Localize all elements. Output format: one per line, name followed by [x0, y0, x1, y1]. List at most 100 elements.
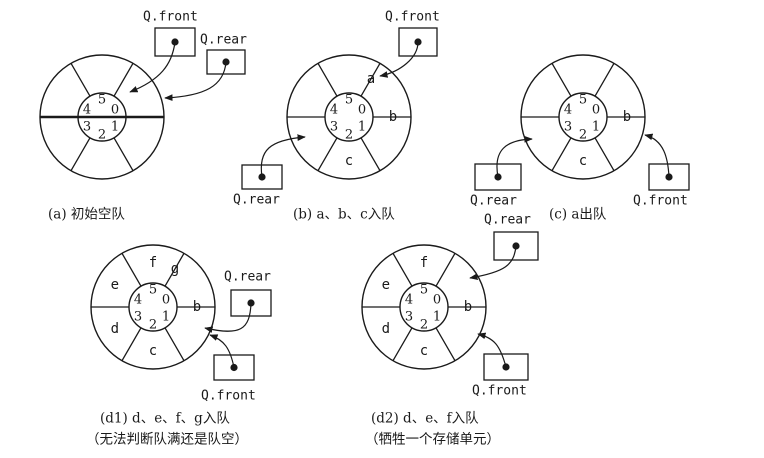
slot-index: 3	[134, 310, 142, 325]
rear-label: Q.rear	[200, 33, 247, 48]
front-pointer-c: Q.front	[633, 163, 690, 209]
rear-label: Q.rear	[224, 270, 271, 285]
slot-element: c	[420, 343, 428, 359]
caption-c: (c) a出队	[549, 207, 607, 223]
slot-index: 2	[345, 128, 353, 143]
rear-label: Q.rear	[484, 213, 531, 228]
rear-arrow-a	[164, 61, 227, 101]
slot-element: e	[111, 277, 119, 293]
slot-divider	[164, 327, 185, 362]
rear-arrow-c	[496, 135, 533, 178]
slot-divider	[113, 137, 134, 172]
pointer-box	[241, 164, 283, 190]
slot-index: 2	[149, 318, 157, 333]
pointer-box	[648, 163, 690, 191]
slot-divider	[317, 137, 338, 172]
slot-index: 2	[98, 128, 106, 143]
slot-index: 4	[83, 103, 91, 118]
front-label: Q.front	[143, 10, 198, 25]
slot-divider	[360, 137, 381, 172]
slot-index: 2	[579, 128, 587, 143]
slot-index: 5	[98, 93, 106, 108]
front-arrow-a	[129, 41, 176, 93]
front-pointer-a: Q.front	[143, 10, 198, 57]
slot-index: 0	[358, 103, 366, 118]
slot-divider	[594, 137, 615, 172]
slot-divider	[113, 62, 134, 97]
slot-index: 0	[592, 103, 600, 118]
slot-element: d	[382, 321, 390, 337]
queue-ring-a: 0 123 45	[39, 54, 165, 180]
slot-divider	[392, 252, 413, 287]
caption-b: (b) a、b、c入队	[293, 207, 395, 223]
slot-index: 4	[330, 103, 338, 118]
slot-divider	[121, 252, 142, 287]
slot-index: 1	[433, 310, 441, 325]
slot-index: 1	[111, 120, 119, 135]
pointer-box	[154, 27, 196, 57]
slot-index: 0	[111, 103, 119, 118]
slot-index: 5	[345, 93, 353, 108]
front-arrow-c	[644, 133, 670, 178]
slot-element: f	[149, 255, 157, 271]
slot-divider	[435, 252, 456, 287]
slot-element: c	[345, 153, 353, 169]
front-pointer-d2: Q.front	[472, 353, 529, 399]
slot-element: a	[367, 71, 375, 87]
slot-divider	[551, 62, 572, 97]
slot-divider	[70, 137, 91, 172]
slot-divider	[594, 62, 615, 97]
slot-index: 4	[564, 103, 572, 118]
front-label: Q.front	[633, 194, 688, 209]
slot-index: 5	[579, 93, 587, 108]
slot-divider	[392, 327, 413, 362]
slot-divider	[164, 252, 185, 287]
rear-arrow-d1	[204, 302, 252, 333]
slot-index: 5	[420, 283, 428, 298]
slot-index: 1	[592, 120, 600, 135]
rear-label: Q.rear	[470, 194, 517, 209]
slot-element: e	[382, 277, 390, 293]
rear-arrow-d2	[469, 245, 517, 281]
slot-divider	[435, 327, 456, 362]
caption-d2: （牺牲一个存储单元）	[365, 432, 500, 448]
front-pointer-b: Q.front	[385, 10, 440, 57]
slot-element: b	[193, 299, 201, 315]
front-pointer-d1: Q.front	[201, 354, 256, 404]
rear-pointer-d1: Q.rear	[224, 270, 272, 317]
slot-index: 0	[162, 293, 170, 308]
slot-index: 4	[405, 293, 413, 308]
slot-index: 4	[134, 293, 142, 308]
front-arrow-d1	[209, 334, 235, 368]
front-arrow-b	[379, 41, 419, 78]
caption-d1: (d1) d、e、f、g入队	[100, 411, 230, 427]
slot-index: 1	[358, 120, 366, 135]
rear-arrow-b	[260, 134, 306, 178]
slot-index: 3	[564, 120, 572, 135]
slot-element: g	[171, 261, 179, 277]
slot-index: 3	[83, 120, 91, 135]
slot-index: 3	[405, 310, 413, 325]
slot-index: 5	[149, 283, 157, 298]
slot-element: d	[111, 321, 119, 337]
front-label: Q.front	[385, 10, 440, 25]
slot-divider	[70, 62, 91, 97]
rear-pointer-d2: Q.rear	[484, 213, 539, 261]
slot-divider	[360, 62, 381, 97]
slot-divider	[121, 327, 142, 362]
slot-element: c	[579, 153, 587, 169]
slot-index: 1	[162, 310, 170, 325]
slot-index: 2	[420, 318, 428, 333]
caption-a: (a) 初始空队	[48, 206, 125, 223]
slot-divider	[317, 62, 338, 97]
caption-d1: （无法判断队满还是队空）	[86, 432, 248, 448]
front-arrow-d2	[477, 332, 507, 368]
rear-pointer-c: Q.rear	[470, 163, 522, 209]
slot-element: b	[464, 299, 472, 315]
rear-label: Q.rear	[233, 193, 280, 208]
